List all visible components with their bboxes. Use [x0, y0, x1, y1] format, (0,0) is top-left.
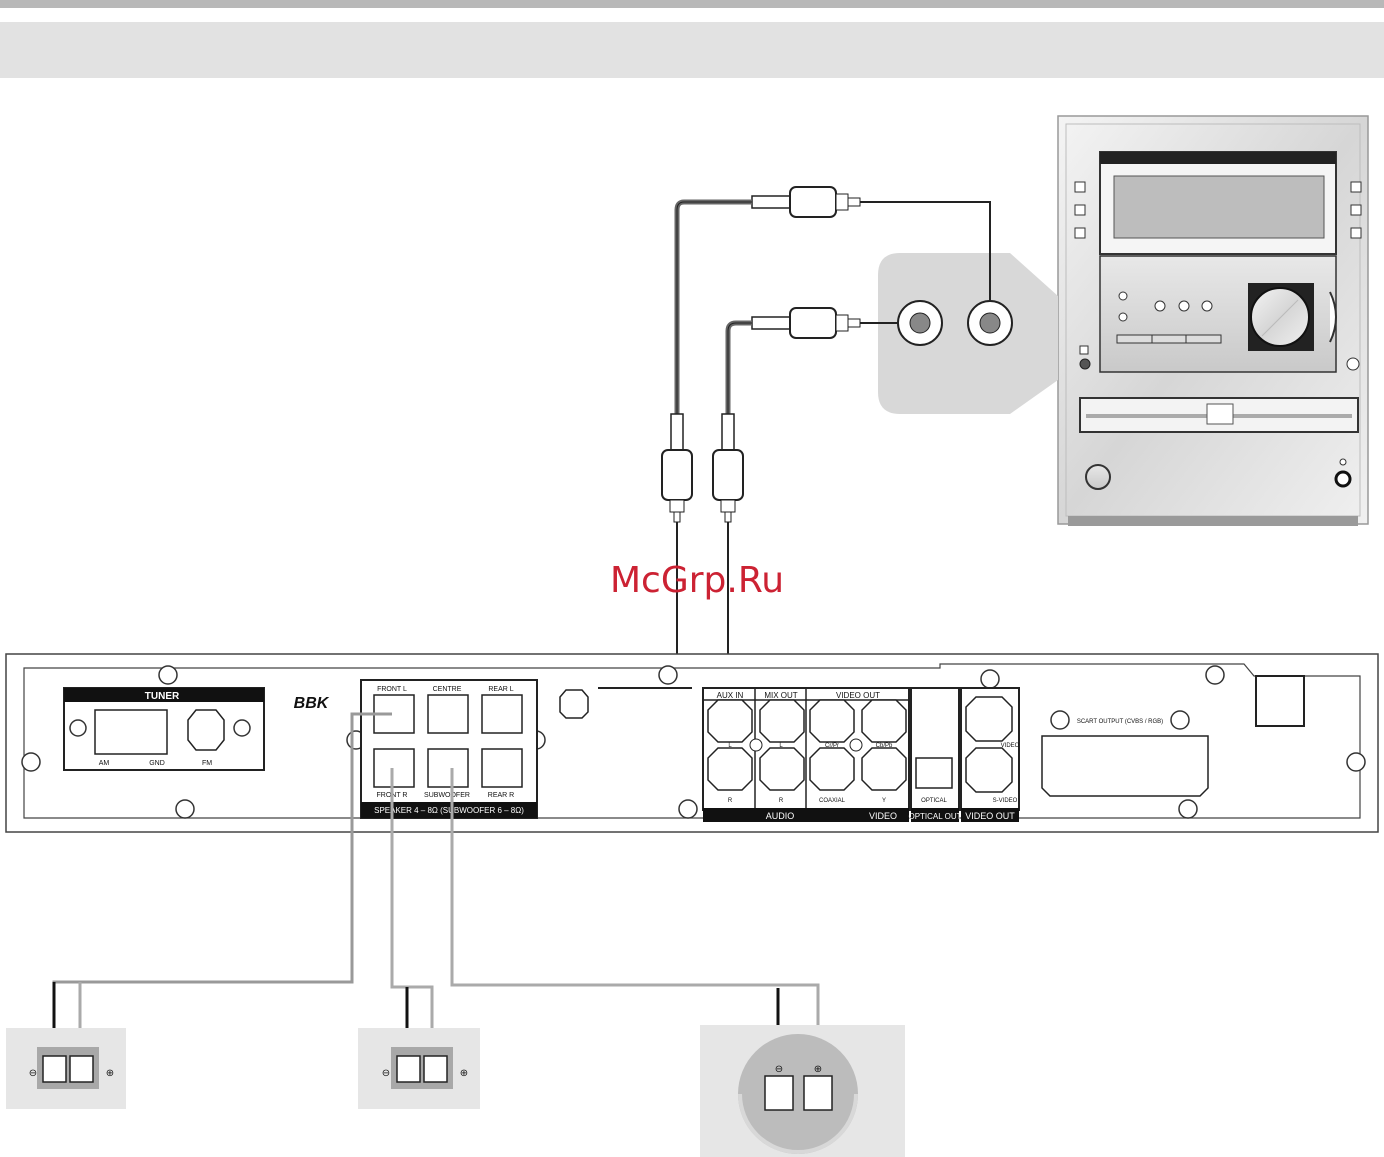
video-jack[interactable]: [966, 697, 1012, 741]
label-centre: CENTRE: [433, 686, 462, 693]
terminal-plus: ⊕: [460, 1068, 468, 1079]
label-s-video: S-VIDEO: [993, 798, 1018, 804]
video-out-cb-jack[interactable]: [862, 700, 906, 742]
mix-out-l-jack[interactable]: [760, 700, 804, 742]
footer-video: VIDEO: [869, 811, 897, 821]
label-coaxial: COAXIAL: [819, 798, 846, 804]
watermark: McGrp.Ru: [610, 560, 784, 601]
label-rear-r: REAR R: [488, 792, 514, 799]
receiver-rear-panel: TUNER AM GND FM BBK FRONT L CENTRE REAR …: [6, 654, 1378, 832]
terminal-plus: ⊕: [814, 1064, 822, 1075]
label-aux-r: R: [728, 798, 733, 804]
mix-out-r-jack[interactable]: [760, 748, 804, 790]
speaker-impedance-label: SPEAKER 4 – 8Ω (SUBWOOFER 6 – 8Ω): [374, 806, 524, 815]
footer-audio: AUDIO: [766, 811, 795, 821]
tuner-title: TUNER: [145, 691, 180, 702]
external-audio-system: [1058, 116, 1368, 526]
coaxial-jack[interactable]: [810, 748, 854, 790]
label-mix-out: MIX OUT: [764, 691, 797, 700]
label-cr-pr: Cr/Pr: [825, 743, 839, 749]
terminal-plus: ⊕: [106, 1068, 114, 1079]
footer-video-out: VIDEO OUT: [965, 811, 1015, 821]
aux-in-l-jack[interactable]: [708, 700, 752, 742]
footer-optical-out: OPTICAL OUT: [908, 812, 961, 821]
tuner-am-label: AM: [99, 760, 110, 767]
terminal-minus: ⊖: [775, 1064, 783, 1075]
speaker-subwoofer: ⊖ ⊕: [700, 1025, 905, 1157]
tuner-gnd-label: GND: [149, 760, 165, 767]
label-mix-r: R: [779, 798, 784, 804]
terminal-minus: ⊖: [382, 1068, 390, 1079]
speaker-front-r: ⊖ ⊕: [358, 1028, 480, 1109]
aux-in-r-jack[interactable]: [708, 748, 752, 790]
label-scart: SCART OUTPUT (CVBS / RGB): [1077, 719, 1163, 725]
label-cb-pb: Cb/Pb: [876, 743, 893, 749]
tuner-fm-label: FM: [202, 760, 212, 767]
speaker-front-l: ⊖ ⊕: [6, 1028, 126, 1109]
brand-logo: BBK: [294, 695, 330, 712]
label-aux-in: AUX IN: [717, 691, 744, 700]
label-rear-l: REAR L: [488, 686, 513, 693]
rca-output-callout: [878, 253, 1058, 414]
label-video: VIDEO: [1001, 743, 1020, 749]
label-video-out-top: VIDEO OUT: [836, 691, 880, 700]
label-optical: OPTICAL: [921, 798, 947, 804]
label-y: Y: [882, 798, 886, 804]
label-front-l: FRONT L: [377, 686, 407, 693]
s-video-jack[interactable]: [966, 748, 1012, 792]
video-out-y-jack[interactable]: [862, 748, 906, 790]
scart-connector[interactable]: [1042, 736, 1208, 796]
label-subwoofer: SUBWOOFER: [424, 792, 470, 799]
optical-out-jack[interactable]: [916, 758, 952, 788]
video-out-cr-jack[interactable]: [810, 700, 854, 742]
terminal-minus: ⊖: [29, 1068, 37, 1079]
